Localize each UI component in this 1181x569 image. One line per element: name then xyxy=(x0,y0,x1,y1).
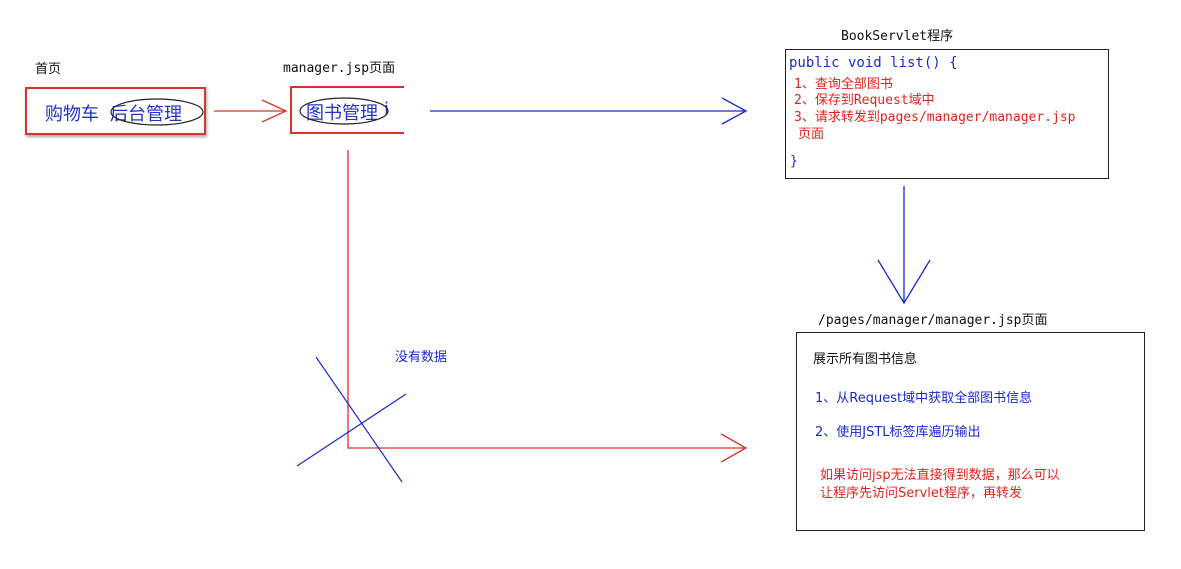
home-label: 首页 xyxy=(35,62,62,77)
cross-mark-line-1 xyxy=(315,356,403,483)
arrowhead-manager-to-result xyxy=(720,433,748,463)
manager-box: 图书管理 i xyxy=(290,86,404,134)
step-3-continued: 页面 xyxy=(798,127,825,142)
step-3: 3、请求转发到pages/manager/manager.jsp xyxy=(794,110,1076,125)
method-signature: public void list() { xyxy=(789,55,958,71)
servlet-box: public void list() { 1、查询全部图书 2、保存到Reque… xyxy=(785,49,1109,179)
step-2: 2、保存到Request域中 xyxy=(794,93,935,108)
manager-box-clip: 图书管理 i xyxy=(290,86,404,134)
result-page-box: 展示所有图书信息 1、从Request域中获取全部图书信息 2、使用JSTL标签… xyxy=(796,332,1145,531)
result-item-1: 1、从Request域中获取全部图书信息 xyxy=(815,391,1033,406)
cross-mark-line-2 xyxy=(296,393,407,467)
admin-link-circle xyxy=(110,98,204,126)
home-box: 购物车 后台管理 xyxy=(25,87,206,135)
cart-link[interactable]: 购物车 xyxy=(45,104,99,125)
admin-link[interactable]: 后台管理 xyxy=(110,104,182,125)
result-item-2: 2、使用JSTL标签库遍历输出 xyxy=(815,425,981,440)
arrowhead-servlet-to-result xyxy=(877,259,931,305)
arrowhead-manager-to-servlet xyxy=(721,97,748,125)
manager-page-label: manager.jsp页面 xyxy=(283,61,396,76)
method-closing-brace: } xyxy=(790,154,798,169)
note-line-2: 让程序先访问Servlet程序，再转发 xyxy=(820,486,1022,501)
manager-box-cut-text: i xyxy=(384,99,390,120)
book-manage-circle xyxy=(299,97,389,125)
book-manage-link[interactable]: 图书管理 xyxy=(306,103,378,124)
result-heading: 展示所有图书信息 xyxy=(813,352,918,367)
arrowhead-home-to-manager xyxy=(261,99,288,123)
note-line-1: 如果访问jsp无法直接得到数据，那么可以 xyxy=(820,468,1060,483)
servlet-label: BookServlet程序 xyxy=(841,29,954,44)
arrow-manager-to-result xyxy=(347,150,745,449)
step-1: 1、查询全部图书 xyxy=(794,77,893,92)
result-page-label: /pages/manager/manager.jsp页面 xyxy=(818,313,1048,328)
no-data-label: 没有数据 xyxy=(395,350,448,365)
